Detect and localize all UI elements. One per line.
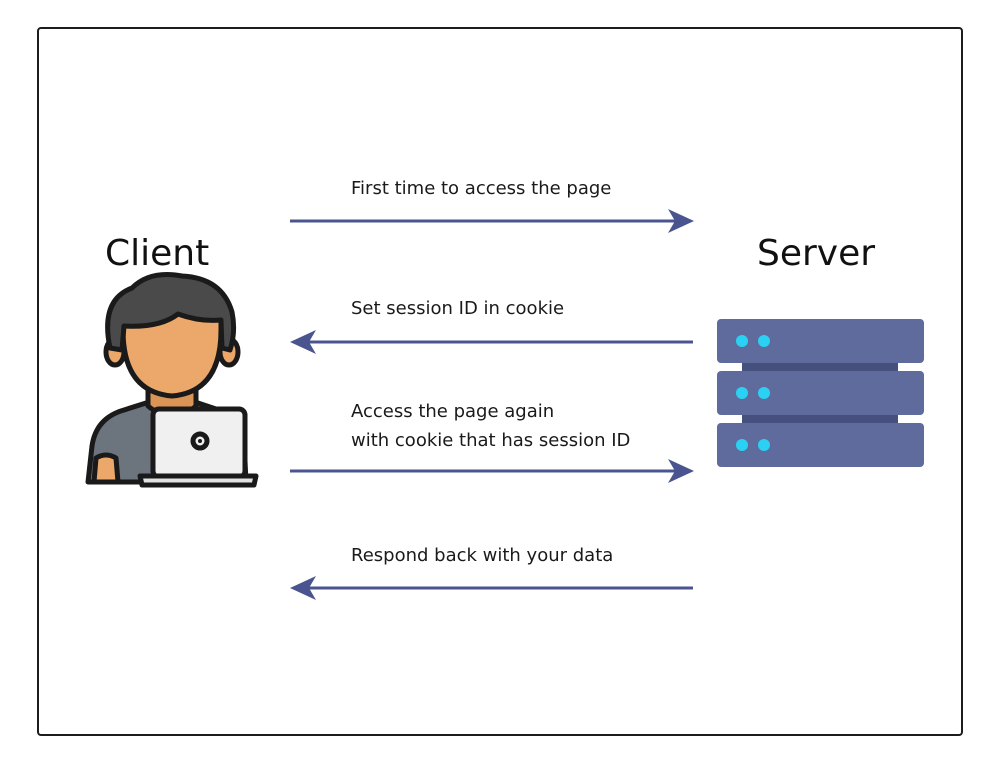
server-unit-2 bbox=[717, 371, 924, 415]
server-unit-1-light-2 bbox=[758, 335, 770, 347]
message-label-3-line-2: with cookie that has session ID bbox=[351, 430, 631, 451]
server-connector-1 bbox=[742, 362, 898, 372]
server-title: Server bbox=[757, 233, 876, 274]
client-laptop-base bbox=[137, 473, 259, 488]
server-unit-2-light-1 bbox=[736, 387, 748, 399]
server-unit-1-light-1 bbox=[736, 335, 748, 347]
arrow-server-to-client-2 bbox=[290, 576, 693, 600]
arrow-server-to-client-1 bbox=[290, 330, 693, 354]
client-arm bbox=[91, 452, 121, 485]
client-hair bbox=[105, 272, 237, 353]
message-label-3: Access the page again with cookie that h… bbox=[351, 397, 630, 455]
client-title: Client bbox=[105, 233, 210, 274]
server-rack-icon bbox=[717, 319, 924, 467]
message-label-1: First time to access the page bbox=[351, 178, 612, 199]
server-unit-3-light-1 bbox=[736, 439, 748, 451]
server-unit-2-light-2 bbox=[758, 387, 770, 399]
server-unit-1 bbox=[717, 319, 924, 363]
arrow-client-to-server-1 bbox=[290, 209, 694, 233]
server-unit-3-light-2 bbox=[758, 439, 770, 451]
message-label-2: Set session ID in cookie bbox=[351, 298, 565, 319]
server-unit-3 bbox=[717, 423, 924, 467]
server-connector-2 bbox=[742, 414, 898, 424]
client-person-laptop-icon bbox=[85, 272, 259, 488]
message-label-4: Respond back with your data bbox=[351, 545, 614, 566]
message-label-3-line-1: Access the page again bbox=[351, 401, 555, 422]
arrow-client-to-server-2 bbox=[290, 459, 694, 483]
client-laptop-logo-dot bbox=[198, 439, 202, 443]
